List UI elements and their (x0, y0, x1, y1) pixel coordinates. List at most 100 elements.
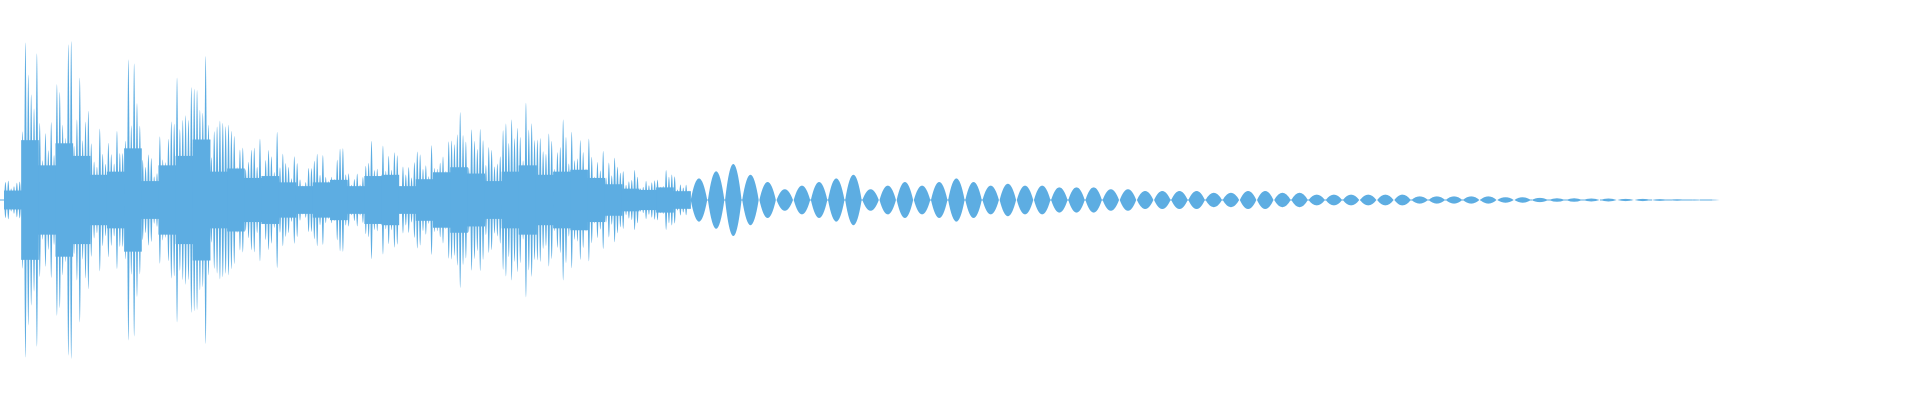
waveform-burst (1686, 199, 1703, 201)
waveform-burst (725, 164, 742, 236)
waveform-burst (793, 185, 811, 215)
waveform-burst (1480, 196, 1497, 204)
waveform-body (295, 186, 314, 214)
waveform-bursts (4, 41, 1720, 359)
waveform-burst (1342, 194, 1360, 206)
waveform-burst (1239, 191, 1257, 209)
waveform-burst (1291, 192, 1308, 208)
waveform-burst (1514, 197, 1531, 203)
waveform-body (553, 171, 571, 229)
waveform-burst (1257, 191, 1274, 209)
waveform-body (621, 188, 640, 212)
waveform-burst (896, 182, 914, 218)
waveform-body (158, 165, 177, 235)
waveform-body (535, 174, 554, 226)
waveform-burst (862, 189, 879, 211)
waveform-burst (1462, 196, 1480, 204)
waveform-burst (1119, 189, 1137, 211)
waveform-body (141, 181, 159, 219)
waveform-burst (1325, 194, 1343, 206)
waveform-burst (1531, 197, 1549, 203)
waveform-burst (1154, 191, 1171, 209)
waveform-body (227, 168, 245, 232)
waveform-burst (1188, 191, 1205, 209)
waveform-burst (913, 185, 931, 215)
waveform-burst (1085, 187, 1102, 213)
waveform-burst (999, 183, 1017, 217)
waveform-burst (1274, 192, 1291, 208)
waveform-burst (707, 171, 725, 229)
waveform-body (55, 143, 74, 257)
waveform-body (89, 174, 108, 226)
waveform-body (106, 171, 125, 229)
waveform-burst (982, 185, 999, 215)
waveform-body (261, 176, 280, 224)
waveform-body (638, 189, 657, 211)
waveform-body (312, 182, 331, 218)
waveform-body (278, 182, 297, 218)
waveform-body (381, 174, 400, 226)
waveform-body (433, 172, 451, 228)
waveform-burst (1445, 196, 1463, 204)
waveform-body (21, 140, 39, 260)
waveform-burst (1600, 198, 1617, 202)
waveform-body (4, 190, 22, 210)
waveform-burst (1377, 194, 1394, 206)
waveform-body (518, 165, 537, 235)
waveform-burst (690, 178, 708, 222)
waveform-body (673, 191, 691, 209)
waveform-body (570, 169, 588, 231)
waveform-burst (742, 174, 759, 226)
waveform-burst (1308, 194, 1325, 206)
waveform-body (38, 165, 56, 235)
waveform-burst (1068, 187, 1085, 213)
waveform-body (124, 148, 142, 252)
waveform-body (656, 187, 674, 213)
waveform-body (484, 181, 503, 219)
waveform-burst (1102, 189, 1120, 211)
waveform-burst (1634, 198, 1652, 202)
waveform-burst (1205, 192, 1223, 208)
waveform-body (244, 177, 262, 223)
waveform-burst (759, 182, 776, 218)
waveform-burst (1051, 187, 1068, 213)
waveform-burst (1668, 199, 1686, 201)
waveform-burst (1171, 191, 1188, 209)
waveform-body (398, 186, 417, 214)
waveform-body (364, 176, 383, 224)
waveform-body (209, 171, 228, 229)
waveform-body (450, 167, 468, 233)
waveform-burst (1703, 199, 1720, 201)
waveform-burst (1617, 198, 1634, 202)
waveform-body (72, 155, 91, 245)
waveform-burst (810, 182, 828, 218)
waveform-body (192, 139, 211, 261)
waveform-burst (1428, 196, 1446, 204)
waveform-burst (776, 189, 794, 211)
waveform-body (587, 177, 606, 223)
waveform-body (175, 155, 194, 245)
waveform-burst (845, 174, 862, 226)
waveform-burst (1583, 198, 1600, 202)
waveform-burst (1136, 191, 1154, 209)
waveform-body (467, 173, 485, 227)
waveform-burst (879, 185, 896, 215)
waveform-burst (948, 178, 965, 222)
waveform-burst (1394, 194, 1411, 206)
waveform-burst (828, 178, 845, 222)
waveform-burst (1548, 198, 1566, 202)
waveform-burst (1565, 198, 1583, 202)
waveform-body (415, 179, 434, 221)
waveform-burst (1497, 197, 1514, 203)
waveform-burst (1222, 192, 1240, 208)
waveform-body (330, 179, 348, 221)
waveform-burst (1016, 185, 1034, 215)
waveform-body (347, 186, 365, 214)
waveform-burst (1359, 194, 1377, 206)
waveform-burst (965, 182, 982, 218)
waveform-burst (930, 182, 948, 218)
waveform-burst (1651, 199, 1669, 201)
waveform-body (604, 184, 623, 216)
